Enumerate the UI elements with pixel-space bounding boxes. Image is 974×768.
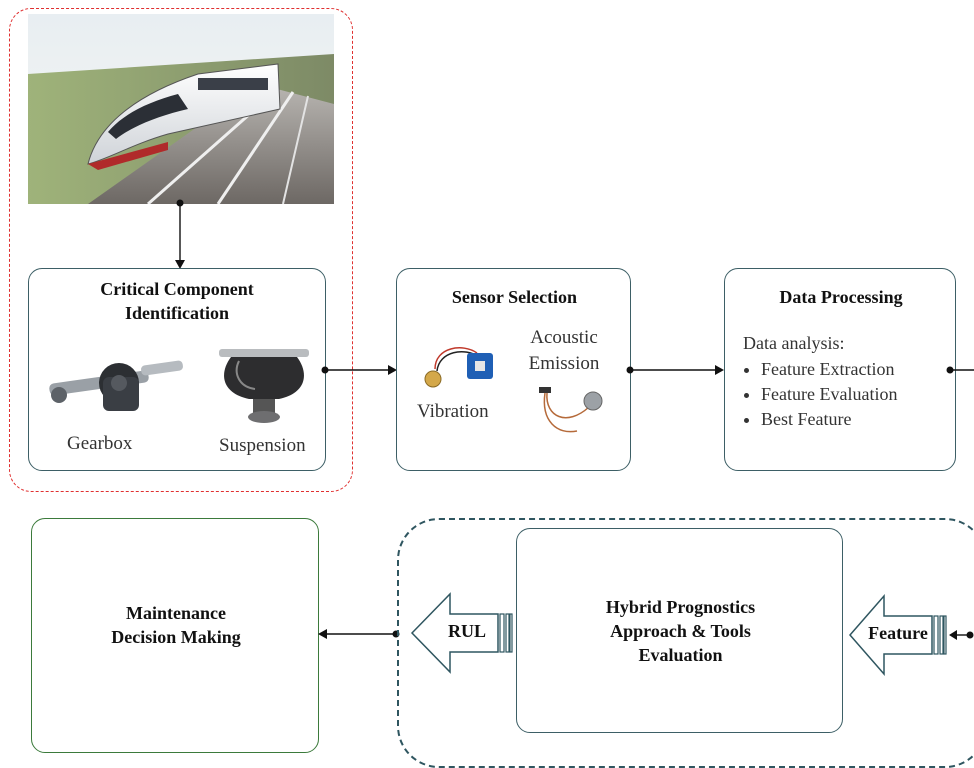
vibration-sensor-image (424, 347, 493, 388)
train-image (28, 14, 334, 204)
critical-component-title: Critical Component Identification (100, 279, 254, 323)
list-item: Feature Extraction (761, 357, 897, 382)
data-processing-title: Data Processing (779, 287, 903, 307)
list-item: Feature Evaluation (761, 382, 897, 407)
connector-train-to-components (175, 199, 185, 269)
rul-arrow: RUL (410, 592, 514, 674)
connector-components-to-sensor (321, 365, 397, 375)
gearbox-label: Gearbox (67, 433, 133, 454)
rul-label: RUL (447, 621, 486, 641)
acoustic-sensor-image (539, 387, 603, 433)
sensor-selection-title: Sensor Selection (451, 287, 578, 307)
suspension-image (219, 349, 309, 423)
feature-label: Feature (868, 623, 928, 643)
gearbox-image (49, 360, 183, 411)
suspension-label: Suspension (219, 435, 306, 456)
data-analysis-intro: Data analysis: (743, 333, 845, 353)
rul-arrow-shape (410, 592, 513, 674)
data-analysis-list: Feature Extraction Feature Evaluation Be… (743, 357, 897, 432)
critical-component-box: Critical Component Identification Gearbo… (28, 268, 326, 471)
sensor-selection-box: Sensor Selection Vibration Acoustic Emis… (396, 268, 631, 471)
maintenance-title: Maintenance Decision Making (111, 603, 241, 647)
feature-arrow-shape (849, 594, 947, 676)
maintenance-box: Maintenance Decision Making (31, 518, 319, 753)
connector-sensor-to-data (626, 365, 724, 375)
feature-arrow: Feature (848, 594, 948, 676)
hybrid-prognostics-title: Hybrid Prognostics Approach & Tools Eval… (605, 597, 756, 665)
connector-prognostics-to-maintenance (318, 629, 400, 639)
critical-component-group (9, 8, 353, 492)
hybrid-prognostics-box: Hybrid Prognostics Approach & Tools Eval… (516, 528, 843, 733)
connector-data-to-edge (946, 366, 974, 374)
connector-edge-to-feature (949, 630, 974, 640)
data-processing-box: Data Processing Data analysis: Feature E… (724, 268, 956, 471)
list-item: Best Feature (761, 407, 897, 432)
vibration-label: Vibration (417, 401, 489, 422)
acoustic-emission-label: Acoustic Emission (528, 327, 600, 374)
